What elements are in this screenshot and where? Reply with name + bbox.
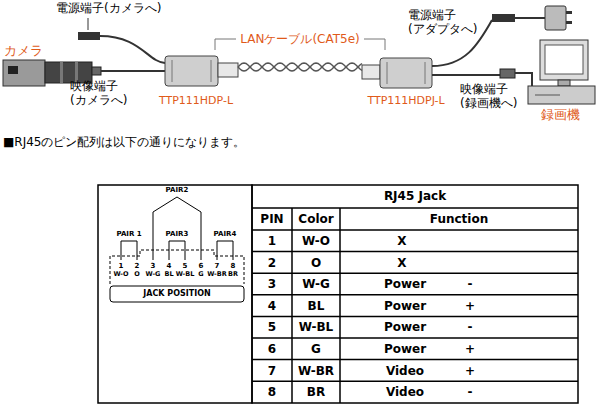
lan-cable — [238, 63, 362, 71]
device-label: 録画機 — [541, 107, 580, 123]
table-cell: W-BR — [298, 364, 334, 378]
table-cell: 1 — [268, 234, 276, 248]
pin-number: 7 — [215, 262, 220, 270]
table-cell: O — [311, 256, 321, 270]
table-cell: W-BL — [299, 320, 333, 334]
table-rule — [252, 229, 578, 231]
table-cell: Power — [384, 342, 426, 356]
leader-line — [88, 18, 89, 30]
table-cell: Power — [384, 277, 426, 291]
table-header: RJ45 Jack — [384, 189, 446, 203]
pair-label: PAIR 1 — [116, 230, 141, 238]
table-cell: - — [468, 385, 473, 399]
terminal-label: 映像端子 (録画機へ) — [460, 82, 528, 111]
table-cell: BL — [308, 299, 325, 313]
table-rule — [252, 294, 578, 296]
power-plug — [492, 14, 515, 22]
table-cell: Power — [384, 320, 426, 334]
terminal-label: 電源端子(カメラへ) — [56, 1, 161, 15]
wire-color: G — [198, 271, 203, 279]
table-cell: 8 — [268, 385, 276, 399]
power-plug — [78, 32, 100, 40]
pin-number: 1 — [119, 262, 124, 270]
wire-color: O — [134, 271, 140, 279]
video-cable — [101, 70, 165, 72]
pin-number: 8 — [231, 262, 236, 270]
recorder — [528, 40, 595, 104]
table-cell: X — [397, 234, 406, 248]
bnc-connector — [500, 69, 515, 78]
table-cell: Power — [384, 299, 426, 313]
table-cell: + — [465, 364, 475, 378]
table-cell: X — [397, 256, 406, 270]
table-rule — [252, 380, 578, 382]
part-name: TTP111HDPJ-L — [367, 94, 444, 107]
wire-color: W-O — [113, 271, 128, 279]
video-cable — [432, 74, 500, 76]
power-cable — [515, 17, 545, 19]
table-cell: + — [465, 342, 475, 356]
table-cell: W-O — [302, 234, 330, 248]
pinout-frame — [98, 185, 578, 403]
jack-drawing — [110, 197, 244, 302]
table-cell: BR — [307, 385, 325, 399]
terminal-label: 映像端子 (カメラへ) — [70, 79, 134, 108]
wire-color: BR — [228, 271, 238, 279]
balun-left — [165, 56, 238, 86]
pin-number: 4 — [167, 262, 172, 270]
pin-number: 3 — [151, 262, 156, 270]
table-cell: W-G — [302, 277, 330, 291]
table-rule — [252, 337, 578, 339]
table-cell: 4 — [268, 299, 276, 313]
pair-label: PAIR3 — [166, 230, 189, 238]
lan-cable — [238, 63, 362, 71]
table-rule — [252, 272, 578, 274]
cable-label: LANケーブル(CAT5e) — [240, 32, 360, 46]
table-rule — [252, 251, 578, 253]
terminal-label: 電源端子 (アダプタへ) — [408, 8, 480, 37]
pin-number: 2 — [135, 262, 140, 270]
pin-number: 6 — [199, 262, 204, 270]
table-rule — [252, 316, 578, 318]
table-cell: + — [465, 299, 475, 313]
table-cell: G — [311, 342, 321, 356]
table-cell: - — [468, 277, 473, 291]
device-label: カメラ — [4, 43, 43, 59]
pair-label: PAIR4 — [214, 230, 237, 238]
pair-label: PAIR2 — [166, 186, 189, 194]
table-cell: 2 — [268, 256, 276, 270]
table-cell: 6 — [268, 342, 276, 356]
wire-color: BL — [164, 271, 173, 279]
table-cell: Video — [386, 364, 424, 378]
table-header: Function — [430, 212, 488, 226]
table-cell: 7 — [268, 364, 276, 378]
table-cell: 5 — [268, 320, 276, 334]
power-adapter — [545, 6, 572, 30]
wire-color: W-BL — [176, 271, 195, 279]
table-cell: Video — [386, 385, 424, 399]
balun-right — [362, 58, 432, 88]
note: ■RJ45のピン配列は以下の通りになります。 — [3, 135, 245, 149]
part-name: TTP111HDP-L — [159, 94, 233, 107]
table-rule — [252, 359, 578, 361]
table-cell: 3 — [268, 277, 276, 291]
table-cell: - — [468, 320, 473, 334]
pin-number: 5 — [183, 262, 188, 270]
power-cable — [100, 36, 165, 63]
wire-color: W-BR — [207, 271, 227, 279]
table-header: PIN — [260, 212, 283, 226]
jack-caption: JACK POSITION — [143, 289, 210, 299]
table-header: Color — [298, 212, 333, 226]
wire-color: W-G — [146, 271, 161, 279]
